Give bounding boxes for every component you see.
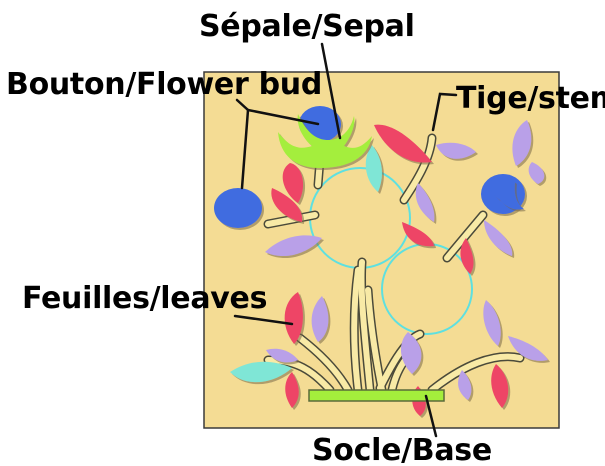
label-leaves: Feuilles/leaves xyxy=(22,281,267,316)
flower-bud-left xyxy=(214,188,262,228)
base-bar xyxy=(309,390,444,401)
label-base: Socle/Base xyxy=(312,433,492,466)
label-sepal: Sépale/Sepal xyxy=(199,9,415,44)
label-flower-bud: Bouton/Flower bud xyxy=(6,67,322,102)
label-stem: Tige/stem xyxy=(456,81,605,116)
